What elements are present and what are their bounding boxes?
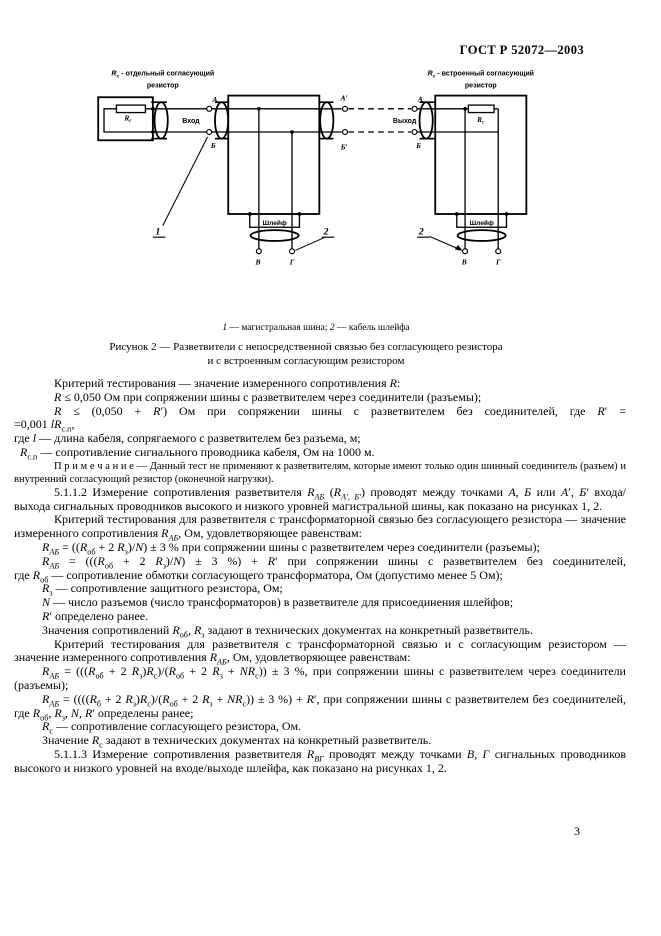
splitter-direct-coupling bbox=[211, 94, 342, 255]
resistor-label: Rс bbox=[123, 113, 132, 124]
point-b-terminal bbox=[411, 128, 418, 136]
paragraph: Значение Rс задают в технических докумен… bbox=[42, 733, 432, 750]
svg-text:2: 2 bbox=[418, 227, 424, 238]
loop-connector-box bbox=[456, 213, 508, 228]
right-unit-caption-line2: резистор bbox=[465, 82, 497, 89]
callout-2-right: 2 bbox=[417, 227, 463, 251]
svg-text:2: 2 bbox=[322, 227, 328, 238]
point-a-prime-label: А′ bbox=[340, 94, 348, 103]
figure-caption-line1: Рисунок 2 — Разветвители с непосредствен… bbox=[109, 341, 503, 353]
loop-label: Шлейф bbox=[262, 219, 286, 227]
connector-symbol bbox=[319, 101, 335, 140]
point-b-prime-label: Б′ bbox=[340, 142, 348, 151]
point-v-label: В bbox=[461, 258, 467, 267]
resistor-label: Rс bbox=[476, 115, 485, 126]
paragraph: R ≤ (0,050 + R′) Ом при сопряжении шины … bbox=[54, 403, 626, 418]
left-unit-caption-line2: резистор bbox=[147, 82, 179, 89]
paragraph: Критерий тестирования для разветвителя с… bbox=[14, 636, 626, 667]
paragraph: R′ определено ранее. bbox=[42, 608, 149, 623]
resistor-symbol bbox=[115, 104, 147, 114]
page-header: ГОСТ Р 52072—2003 bbox=[459, 43, 584, 57]
loop-label: Шлейф bbox=[469, 219, 493, 227]
figure-legend: 1 — магистральная шина; 2 — кабель шлейф… bbox=[222, 323, 410, 333]
paragraph: RАБ = (((Rоб + 2 Rз)/N) ± 3 %) + R′ при … bbox=[42, 553, 626, 571]
page-number: 3 bbox=[574, 824, 580, 838]
connector-symbol bbox=[418, 101, 434, 140]
loop-connector-box bbox=[249, 213, 301, 228]
paragraph: Rс.п — сопротивление сигнального проводн… bbox=[20, 444, 375, 462]
dashed-bus-wires bbox=[348, 108, 412, 133]
paragraph: Критерий тестирования — значение измерен… bbox=[54, 376, 401, 390]
point-a-label: А bbox=[211, 95, 217, 104]
figure-diagram: Rс Rс - отдельный согласующий резистор В… bbox=[97, 70, 534, 267]
paragraph: Критерий тестирования для разветвителя с… bbox=[14, 512, 626, 543]
point-b-prime-terminal bbox=[341, 128, 349, 136]
cable-symbol bbox=[456, 229, 507, 242]
point-b-label: Б bbox=[210, 141, 216, 150]
left-unit-caption-line1: Rс - отдельный согласующий bbox=[111, 70, 214, 80]
splitter-box bbox=[434, 94, 528, 215]
paragraph: где l — длина кабеля, сопрягаемого с раз… bbox=[14, 431, 361, 446]
terminator-enclosure bbox=[97, 96, 154, 142]
paragraph: П р и м е ч а н и е — Данный тест не при… bbox=[14, 460, 626, 485]
point-g-terminal bbox=[495, 248, 502, 255]
resistor-symbol bbox=[467, 104, 495, 114]
point-b-terminal bbox=[206, 128, 213, 136]
paragraph: Rз — сопротивление защитного резистора, … bbox=[42, 581, 283, 598]
callout-1: 1 bbox=[152, 136, 209, 238]
point-a-terminal bbox=[411, 105, 418, 112]
svg-text:1: 1 bbox=[155, 227, 160, 238]
right-unit-caption-line1: Rс - встроенный согласующий bbox=[428, 70, 534, 80]
paragraph: 5.1.1.2 Измерение сопротивления разветви… bbox=[14, 484, 626, 513]
point-v-terminal bbox=[255, 248, 262, 255]
trunk-bus-wires bbox=[152, 108, 207, 133]
paragraph: RАБ = ((((Rб + 2 Rз)Rс)/(Rоб + 2 Rз + NR… bbox=[14, 691, 626, 722]
paragraph: =0,001 lRс.п, bbox=[14, 417, 75, 434]
point-v-label: В bbox=[255, 258, 261, 267]
callout-2-left: 2 bbox=[295, 227, 335, 251]
body-text: Критерий тестирования — значение измерен… bbox=[14, 376, 627, 776]
paragraph: Значения сопротивлений Rоб, Rз задают в … bbox=[42, 622, 533, 640]
point-g-label: Г bbox=[289, 258, 295, 267]
paragraph: 5.1.1.3 Измерение сопротивления разветви… bbox=[14, 746, 627, 775]
paragraph: RАБ = (((Rоб + 2 Rз)Rс)/(Rоб + 2 Rз + NR… bbox=[14, 664, 626, 692]
paragraph: где Rоб — сопротивление обмотки согласую… bbox=[14, 567, 503, 584]
paragraph: N — число разъемов (число трансформаторо… bbox=[42, 595, 514, 610]
point-a-prime-terminal bbox=[341, 105, 349, 112]
connector-symbol bbox=[214, 101, 230, 140]
paragraph: Rс — сопротивление согласующего резистор… bbox=[42, 719, 302, 736]
paragraph: RАБ = ((Rоб + 2 Rз)/N) ± 3 % при сопряже… bbox=[42, 539, 540, 557]
left-terminator-unit bbox=[97, 96, 169, 142]
input-label: Вход bbox=[182, 118, 200, 125]
figure-caption-line2: и с встроенным согласующим резистором bbox=[207, 355, 405, 367]
output-label: Выход bbox=[393, 118, 417, 125]
point-b-label: Б bbox=[415, 141, 421, 150]
paragraph: R ≤ 0,050 Ом при сопряжении шины с разве… bbox=[54, 389, 482, 404]
arrowhead bbox=[454, 245, 463, 251]
splitter-built-in-resistor bbox=[417, 94, 528, 255]
point-g-label: Г bbox=[495, 258, 501, 267]
point-v-terminal bbox=[462, 248, 469, 255]
connector-symbol bbox=[153, 101, 169, 140]
cable-symbol bbox=[249, 229, 300, 242]
point-a-label: А bbox=[417, 94, 423, 103]
splitter-box bbox=[227, 94, 321, 215]
point-g-terminal bbox=[288, 248, 296, 255]
point-a-terminal bbox=[206, 105, 213, 112]
